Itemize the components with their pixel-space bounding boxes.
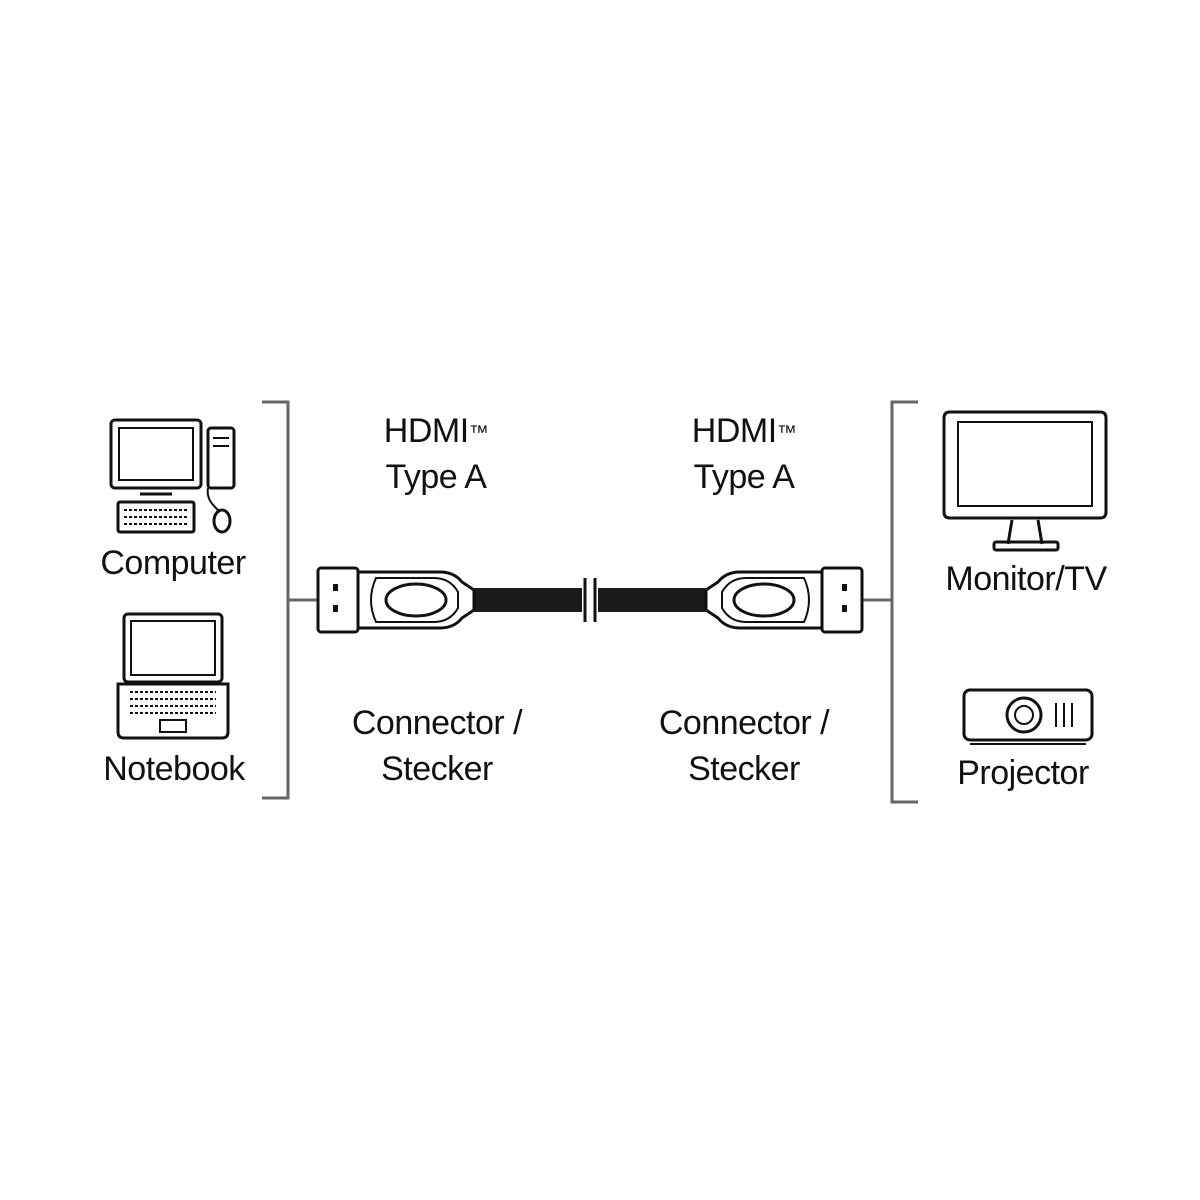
left-connector-type-line1: HDMI™ (383, 412, 489, 450)
right-connector-desc-line1: Connector / (658, 704, 830, 742)
monitor-tv-label: Monitor/TV (945, 560, 1107, 598)
trademark-symbol: ™ (468, 422, 489, 444)
right-connector-type-line1: HDMI™ (691, 412, 797, 450)
right-connector-type-line2: Type A (693, 458, 795, 496)
notebook-label: Notebook (103, 750, 245, 788)
hdmi-plug-icon (316, 566, 476, 634)
hdmi-plug-icon (704, 566, 864, 634)
projector-icon (962, 688, 1094, 745)
right-connector-description: Connector / Stecker (658, 700, 830, 792)
left-connector-desc-line2: Stecker (381, 750, 493, 788)
right-connector-type-label: HDMI™ Type A (691, 408, 797, 500)
monitor-tv-icon (942, 410, 1108, 552)
left-connector-desc-line1: Connector / (351, 704, 523, 742)
left-connector-description: Connector / Stecker (351, 700, 523, 792)
left-connector-type-line2: Type A (385, 458, 487, 496)
right-connector-desc-line2: Stecker (688, 750, 800, 788)
laptop-icon (116, 612, 230, 740)
left-connector-type-label: HDMI™ Type A (383, 408, 489, 500)
hdmi-cable (468, 578, 710, 622)
projector-label: Projector (957, 754, 1089, 792)
trademark-symbol: ™ (776, 422, 797, 444)
right-bracket (862, 400, 918, 804)
desktop-computer-icon (109, 418, 236, 534)
left-bracket (262, 400, 318, 800)
computer-label: Computer (100, 544, 246, 582)
